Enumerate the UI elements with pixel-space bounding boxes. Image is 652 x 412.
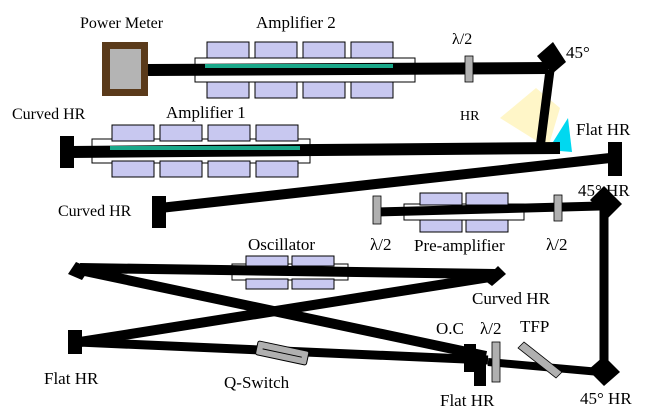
label-45-top: 45° — [566, 43, 590, 62]
beam-osc-top — [79, 263, 497, 279]
labels: Power Meter Amplifier 2 λ/2 45° HR Curve… — [12, 13, 632, 410]
label-45-hr-bottom: 45° HR — [580, 389, 632, 408]
pre-amplifier — [403, 192, 525, 233]
beam-osc-x2 — [79, 271, 497, 347]
label-half-wave-bottom: λ/2 — [480, 319, 501, 338]
label-power-meter: Power Meter — [80, 15, 164, 32]
half-wave-plate-top — [464, 55, 474, 83]
thin-film-polarizer — [517, 341, 563, 379]
label-45-hr-right: 45° HR — [578, 181, 630, 200]
beam-preamp — [377, 201, 601, 217]
mirror-osc-top-left — [68, 262, 90, 280]
mirror-flat-hr-left — [68, 330, 82, 354]
beam-45-down — [535, 69, 555, 149]
half-wave-plate-bottom — [491, 341, 501, 383]
label-flat-hr-right: Flat HR — [576, 120, 631, 139]
label-tfp: TFP — [520, 317, 549, 336]
label-amplifier-1: Amplifier 1 — [166, 103, 246, 122]
label-half-wave-mid-right: λ/2 — [546, 235, 567, 254]
amplifier-1 — [91, 124, 311, 178]
mirror-45-hr-bottom — [588, 356, 620, 386]
beam-paths — [69, 62, 611, 376]
oscillator-module — [231, 255, 349, 290]
label-oscillator: Oscillator — [248, 235, 315, 254]
amplifier-2 — [194, 41, 416, 99]
power-meter — [102, 42, 148, 96]
beam-amp1 — [69, 142, 561, 158]
mirror-45-top — [537, 42, 566, 74]
mirror-curved-hr-left — [60, 136, 74, 168]
mirrors — [60, 42, 622, 386]
label-half-wave-mid-left: λ/2 — [370, 235, 391, 254]
mirror-flat-hr-right — [608, 142, 622, 176]
label-half-wave-top: λ/2 — [452, 31, 472, 48]
label-flat-hr-left: Flat HR — [44, 369, 99, 388]
beam-amp2 — [147, 62, 549, 76]
half-wave-plate-mid-right — [553, 194, 563, 222]
label-q-switch: Q-Switch — [224, 373, 290, 392]
mirror-osc-curved-hr — [484, 266, 506, 286]
mirror-oc — [464, 344, 476, 372]
mirror-curved-hr-mid — [152, 196, 166, 228]
beam-return — [159, 153, 611, 213]
mirror-flat-hr-bottom — [474, 362, 486, 386]
label-curved-hr-osc: Curved HR — [472, 289, 551, 308]
label-amplifier-2: Amplifier 2 — [256, 13, 336, 32]
label-curved-hr-mid: Curved HR — [58, 203, 132, 220]
q-switch — [255, 340, 310, 366]
label-pre-amplifier: Pre-amplifier — [414, 236, 505, 255]
mirror-45-hr-right — [590, 186, 622, 218]
label-oc: O.C — [436, 319, 464, 338]
label-curved-hr-left: Curved HR — [12, 106, 86, 123]
label-hr: HR — [460, 109, 480, 124]
half-wave-plate-mid-left — [372, 195, 382, 225]
label-flat-hr-bottom: Flat HR — [440, 391, 495, 410]
